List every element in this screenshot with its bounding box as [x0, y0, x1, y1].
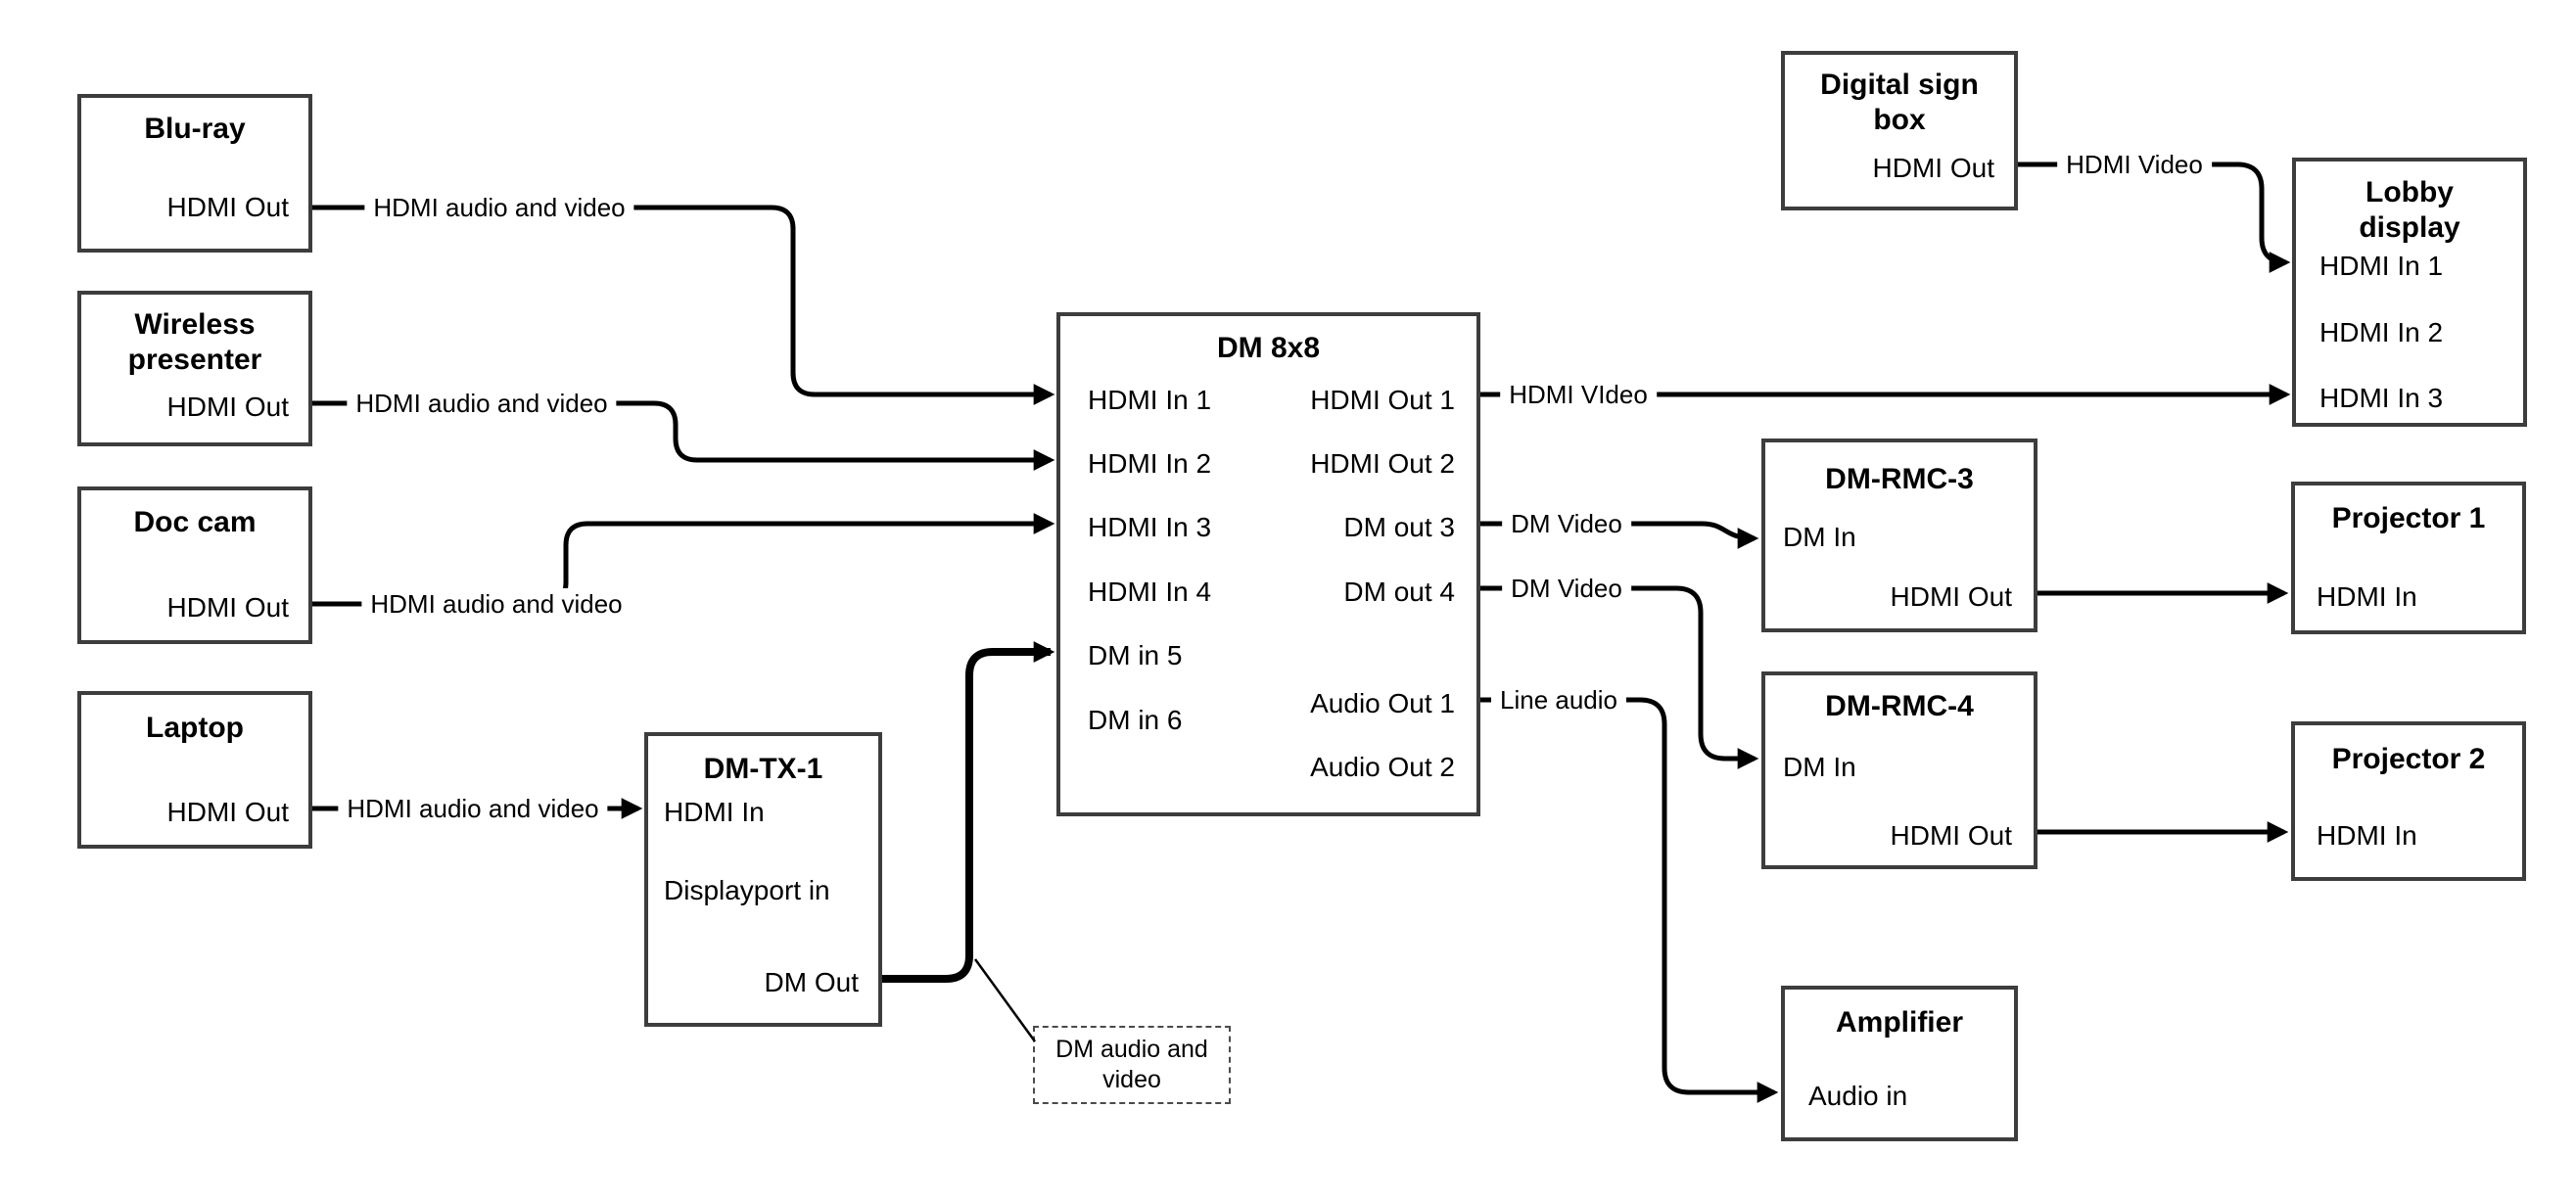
- edge-audio-out-1-to-amplifier: [1480, 697, 1779, 1103]
- port-audio-in: Audio in: [1808, 1081, 1908, 1111]
- edge-label-line-audio: Line audio: [1491, 684, 1626, 716]
- port-audio-out-1: Audio Out 1: [1310, 688, 1455, 718]
- node-title: Doc cam: [133, 506, 257, 538]
- node-title: Wireless presenter: [127, 308, 262, 376]
- port-hdmi-in-2: HDMI In 2: [1088, 448, 1212, 479]
- edge-label-hdmi-video-digitalsign: HDMI Video: [2057, 149, 2212, 180]
- port-hdmi-in: HDMI In: [664, 797, 765, 827]
- edge-label-hdmi-audio-video-laptop: HDMI audio and video: [338, 793, 608, 824]
- node-title: DM-RMC-3: [1825, 463, 1974, 495]
- port-hdmi-in: HDMI In: [2317, 581, 2417, 612]
- port-dm-in-5: DM in 5: [1088, 640, 1183, 670]
- port-hdmi-out: HDMI Out: [166, 592, 289, 623]
- node-title: DM 8x8: [1216, 332, 1321, 364]
- node-lobby-display: Lobby display HDMI In 1 HDMI In 2 HDMI I…: [2292, 158, 2527, 427]
- port-hdmi-in-1: HDMI In 1: [2319, 251, 2444, 281]
- node-title: DM-RMC-4: [1825, 690, 1974, 722]
- port-displayport-in: Displayport in: [664, 875, 830, 905]
- port-dm-out: DM Out: [764, 967, 859, 997]
- node-dm-rmc-3: DM-RMC-3 DM In HDMI Out: [1761, 439, 2037, 632]
- port-hdmi-out: HDMI Out: [1890, 820, 2012, 851]
- edge-label-dm-video-rmc3: DM Video: [1502, 508, 1631, 539]
- node-title: Blu-ray: [144, 113, 246, 145]
- callout-dm-audio-and-video: DM audio and video: [1033, 1026, 1231, 1104]
- port-hdmi-out: HDMI Out: [166, 392, 289, 422]
- node-projector-1: Projector 1 HDMI In: [2291, 482, 2526, 634]
- port-hdmi-in-2: HDMI In 2: [2319, 317, 2444, 347]
- node-title: Projector 1: [2331, 502, 2486, 534]
- edge-bluray-to-hdmi-in-1: [312, 205, 1055, 405]
- port-dm-in: DM In: [1783, 752, 1856, 782]
- port-hdmi-in-3: HDMI In 3: [1088, 512, 1212, 542]
- edge-dmtx1-to-dm-in-5: [882, 641, 1055, 983]
- edge-label-dm-video-rmc4: DM Video: [1502, 573, 1631, 604]
- node-title: Amplifier: [1835, 1006, 1964, 1039]
- port-hdmi-in-3: HDMI In 3: [2319, 383, 2444, 413]
- port-hdmi-in-4: HDMI In 4: [1088, 577, 1212, 607]
- port-dm-out-4: DM out 4: [1343, 577, 1455, 607]
- node-wireless-presenter: Wireless presenter HDMI Out: [77, 291, 312, 446]
- port-hdmi-out-1: HDMI Out 1: [1310, 385, 1455, 415]
- node-title: Digital sign box: [1820, 69, 1979, 136]
- port-hdmi-out-2: HDMI Out 2: [1310, 448, 1455, 479]
- edge-label-hdmi-audio-video-bluray: HDMI audio and video: [364, 192, 634, 223]
- port-dm-in: DM In: [1783, 522, 1856, 552]
- node-digital-sign-box: Digital sign box HDMI Out: [1781, 51, 2018, 210]
- node-title: Projector 2: [2331, 743, 2486, 775]
- edge-label-hdmi-audio-video-doccam: HDMI audio and video: [361, 588, 632, 620]
- port-dm-in-6: DM in 6: [1088, 705, 1183, 735]
- node-title: Laptop: [146, 712, 244, 744]
- callout-leader-line: [973, 958, 1037, 1042]
- node-projector-2: Projector 2 HDMI In: [2291, 721, 2526, 881]
- edge-label-hdmi-audio-video-wireless: HDMI audio and video: [347, 388, 617, 419]
- node-amplifier: Amplifier Audio in: [1781, 986, 2018, 1141]
- node-dm-rmc-4: DM-RMC-4 DM In HDMI Out: [1761, 671, 2037, 869]
- node-dm-tx-1: DM-TX-1 HDMI In Displayport in DM Out: [644, 732, 882, 1027]
- port-hdmi-out: HDMI Out: [1872, 153, 1994, 183]
- port-dm-out-3: DM out 3: [1343, 512, 1455, 542]
- node-dm-8x8: DM 8x8 HDMI In 1 HDMI In 2 HDMI In 3 HDM…: [1056, 312, 1480, 816]
- port-hdmi-out: HDMI Out: [1890, 581, 2012, 612]
- node-blu-ray: Blu-ray HDMI Out: [77, 94, 312, 253]
- node-title: DM-TX-1: [703, 753, 823, 785]
- port-audio-out-2: Audio Out 2: [1310, 752, 1455, 782]
- node-title: Lobby display: [2359, 176, 2460, 244]
- port-hdmi-out: HDMI Out: [166, 797, 289, 827]
- port-hdmi-in: HDMI In: [2317, 820, 2417, 851]
- edge-label-hdmi-video-lobby: HDMI VIdeo: [1500, 379, 1657, 410]
- port-hdmi-in-1: HDMI In 1: [1088, 385, 1212, 415]
- node-laptop: Laptop HDMI Out: [77, 691, 312, 849]
- edge-dm-out-4-to-rmc4: [1480, 585, 1759, 769]
- node-doc-cam: Doc cam HDMI Out: [77, 486, 312, 644]
- port-hdmi-out: HDMI Out: [166, 192, 289, 222]
